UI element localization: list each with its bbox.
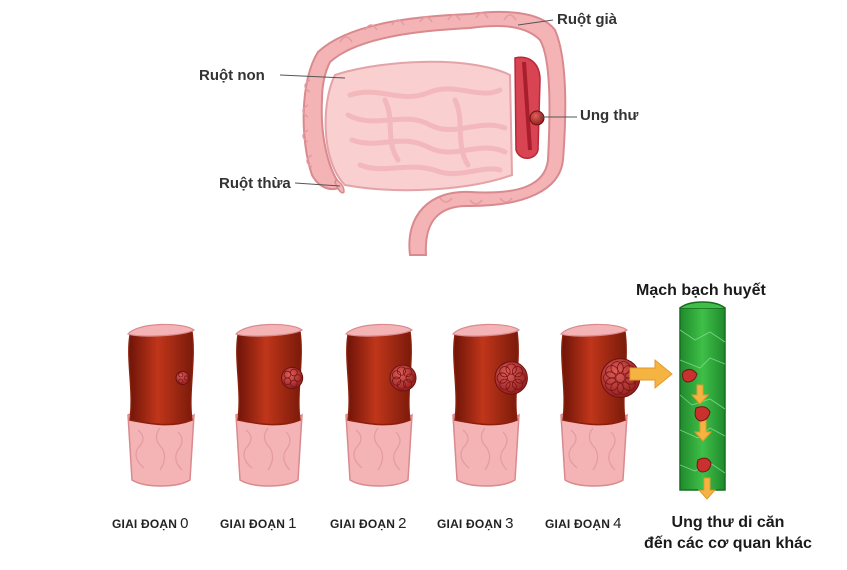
arrow-down-1 <box>690 384 710 405</box>
stages-group <box>127 323 641 487</box>
label-metastasis: Ung thư di căn đến các cơ quan khác <box>628 512 828 554</box>
stage-label-number: 0 <box>180 515 189 532</box>
stage-label-number: 1 <box>288 515 297 532</box>
small-intestine-folds <box>345 86 508 177</box>
leader-lines <box>279 19 577 187</box>
stage-tube-0 <box>127 323 196 487</box>
tumor-stage-0 <box>175 370 190 386</box>
metastatic-cells <box>682 368 712 473</box>
stage-tube-4 <box>560 323 641 487</box>
cancer-tumor <box>529 110 545 126</box>
intestine-illustration <box>302 10 567 256</box>
colon-haustra <box>302 12 517 205</box>
stage-label-prefix: GIAI ĐOẠN <box>330 517 396 531</box>
cancer-cell <box>694 406 711 422</box>
tumor-stage-2 <box>389 364 417 392</box>
stage-label-prefix: GIAI ĐOẠN <box>437 517 503 531</box>
label-cancer: Ung thư <box>580 107 639 124</box>
label-small-intestine: Ruột non <box>199 67 265 84</box>
tumor-stage-1 <box>281 366 304 390</box>
cancer-cell <box>682 368 698 383</box>
metastasis-line-1: Ung thư di căn <box>671 514 785 531</box>
cancer-cell <box>696 457 712 473</box>
label-appendix: Ruột thừa <box>219 175 291 192</box>
stage-label-number: 3 <box>505 515 514 532</box>
metastasis-line-2: đến các cơ quan khác <box>644 535 812 552</box>
arrow-down-3 <box>697 477 717 500</box>
stage-label-prefix: GIAI ĐOẠN <box>112 517 178 531</box>
stage-label-prefix: GIAI ĐOẠN <box>220 517 286 531</box>
label-lymph-vessel: Mạch bạch huyết <box>636 282 766 299</box>
stage-tube-3 <box>452 323 528 487</box>
stage-tube-2 <box>345 323 417 487</box>
stage-label-number: 2 <box>398 515 407 532</box>
tumor-stage-3 <box>494 361 528 395</box>
arrow-down-2 <box>693 419 713 442</box>
large-intestine <box>302 10 567 256</box>
lymph-top-cap <box>679 301 726 309</box>
arrow-to-lymph <box>629 358 673 390</box>
stage-label-prefix: GIAI ĐOẠN <box>545 517 611 531</box>
metastasis-arrows <box>629 358 717 500</box>
label-large-intestine: Ruột già <box>557 11 617 28</box>
stage-label-number: 4 <box>613 515 622 532</box>
stage-tube-1 <box>235 323 304 487</box>
